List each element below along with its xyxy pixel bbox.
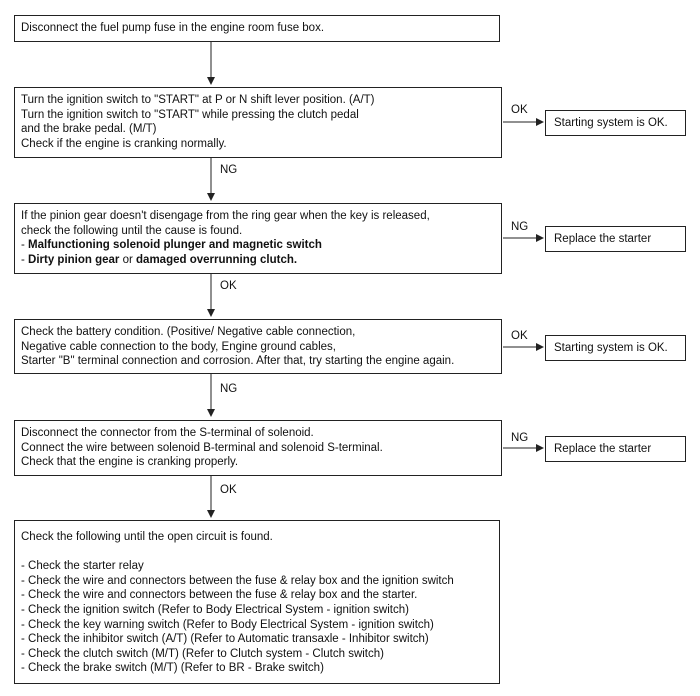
step-1-box: Disconnect the fuel pump fuse in the eng…	[14, 15, 500, 42]
step-4-line: Negative cable connection to the body, E…	[21, 340, 336, 353]
result-r4-text: Starting system is OK.	[554, 342, 668, 354]
step-6-item: - Check the inhibitor switch (A/T) (Refe…	[21, 633, 429, 646]
step-3-item-1-prefix: -	[21, 239, 29, 252]
step-4-box: Check the battery condition. (Positive/ …	[14, 319, 502, 374]
label-r4: OK	[511, 330, 528, 342]
step-2-line: Turn the ignition switch to "START" whil…	[21, 108, 359, 121]
step-6-spacer	[21, 545, 493, 560]
step-6-item: - Check the starter relay	[21, 560, 144, 573]
step-3-box: If the pinion gear doesn't disengage fro…	[14, 203, 502, 274]
step-4-line: Starter "B" terminal connection and corr…	[21, 355, 455, 368]
result-r5-box: Replace the starter	[545, 436, 686, 462]
result-r2-box: Starting system is OK.	[545, 110, 686, 136]
step-3-item-1-bold: Malfunctioning solenoid plunger and magn…	[28, 239, 322, 252]
label-r3: NG	[511, 221, 529, 233]
step-3-item-2: - Dirty pinion gear or damaged overrunni…	[21, 253, 495, 268]
step-6-item: - Check the ignition switch (Refer to Bo…	[21, 603, 409, 616]
step-3-item-2-prefix: -	[21, 253, 29, 266]
step-1-text: Disconnect the fuel pump fuse in the eng…	[21, 22, 325, 34]
step-3-item-1: - Malfunctioning solenoid plunger and ma…	[21, 238, 495, 253]
step-2-line: and the brake pedal. (M/T)	[21, 123, 157, 136]
label-r5: NG	[511, 432, 529, 444]
step-6-item: - Check the key warning switch (Refer to…	[21, 618, 434, 631]
result-r3-box: Replace the starter	[545, 226, 686, 252]
label-s5-s6: OK	[220, 484, 237, 496]
step-6-item: - Check the brake switch (M/T) (Refer to…	[21, 662, 324, 675]
label-r2: OK	[511, 104, 528, 116]
step-6-item: - Check the clutch switch (M/T) (Refer t…	[21, 647, 384, 660]
step-6-box: Check the following until the open circu…	[14, 520, 500, 684]
step-3-item-2-mid: or	[119, 253, 137, 266]
step-6-item: - Check the wire and connectors between …	[21, 574, 454, 587]
step-5-box: Disconnect the connector from the S-term…	[14, 420, 502, 476]
result-r3-text: Replace the starter	[554, 233, 652, 245]
step-5-line: Disconnect the connector from the S-term…	[21, 427, 314, 439]
label-s2-s3: NG	[220, 164, 238, 176]
step-3-line: check the following until the cause is f…	[21, 224, 243, 237]
label-s4-s5: NG	[220, 383, 238, 395]
step-5-line: Check that the engine is cranking proper…	[21, 456, 239, 469]
step-2-line: Check if the engine is cranking normally…	[21, 137, 227, 150]
step-6-intro: Check the following until the open circu…	[21, 531, 273, 543]
result-r2-text: Starting system is OK.	[554, 117, 668, 129]
step-3-item-2-bold-b: damaged overrunning clutch.	[136, 253, 298, 266]
step-3-item-2-bold-a: Dirty pinion gear	[28, 253, 120, 266]
step-6-item: - Check the wire and connectors between …	[21, 589, 418, 602]
step-2-line: Turn the ignition switch to "START" at P…	[21, 94, 375, 106]
step-2-box: Turn the ignition switch to "START" at P…	[14, 87, 502, 158]
step-3-line: If the pinion gear doesn't disengage fro…	[21, 210, 430, 222]
label-s3-s4: OK	[220, 280, 237, 292]
step-4-line: Check the battery condition. (Positive/ …	[21, 326, 356, 338]
step-5-line: Connect the wire between solenoid B-term…	[21, 441, 383, 454]
result-r5-text: Replace the starter	[554, 443, 652, 455]
result-r4-box: Starting system is OK.	[545, 335, 686, 361]
